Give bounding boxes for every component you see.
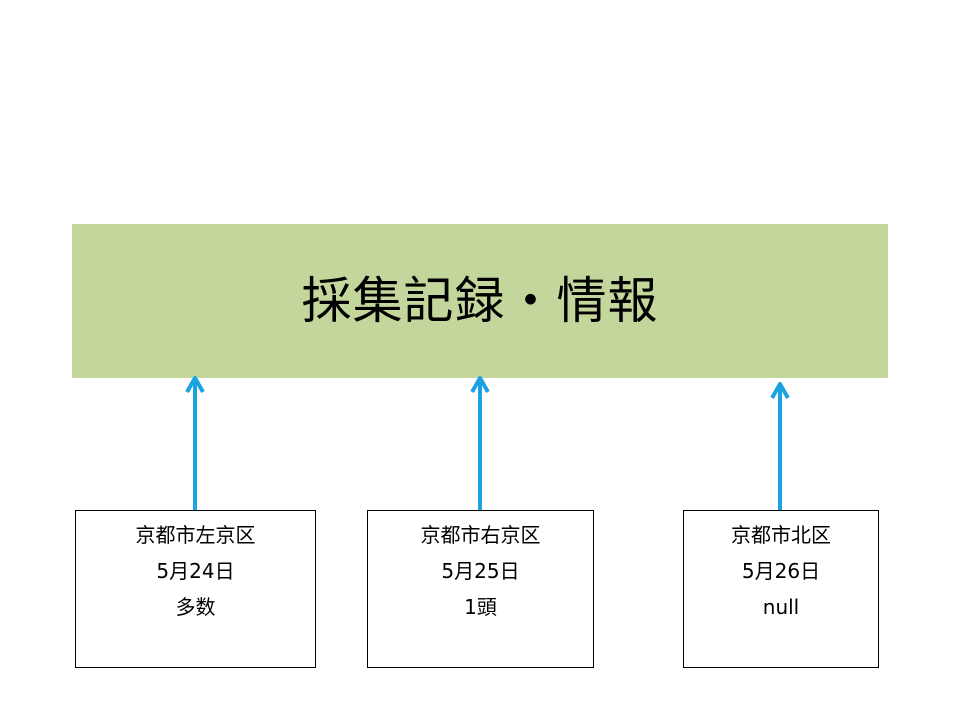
record-location: 京都市北区 — [731, 523, 831, 547]
record-count: null — [762, 595, 800, 619]
record-count: 多数 — [175, 595, 216, 619]
arrow-1-head — [185, 376, 205, 393]
record-box-ukyo: 京都市右京区 5月25日 1頭 — [367, 510, 594, 668]
record-box-kita: 京都市北区 5月26日 null — [683, 510, 879, 668]
record-date: 5月24日 — [156, 559, 235, 583]
records-banner: 採集記録・情報 — [72, 224, 888, 378]
arrow-2 — [470, 376, 490, 510]
arrow-1 — [185, 376, 205, 510]
arrow-3 — [770, 382, 790, 510]
record-location: 京都市左京区 — [135, 523, 256, 547]
record-date: 5月25日 — [441, 559, 520, 583]
record-date: 5月26日 — [741, 559, 821, 583]
record-count: 1頭 — [464, 595, 497, 619]
arrow-2-head — [470, 376, 490, 393]
record-location: 京都市右京区 — [420, 523, 541, 547]
banner-title: 採集記録・情報 — [301, 272, 659, 330]
record-box-sakyo: 京都市左京区 5月24日 多数 — [75, 510, 316, 668]
arrow-3-head — [770, 382, 790, 399]
